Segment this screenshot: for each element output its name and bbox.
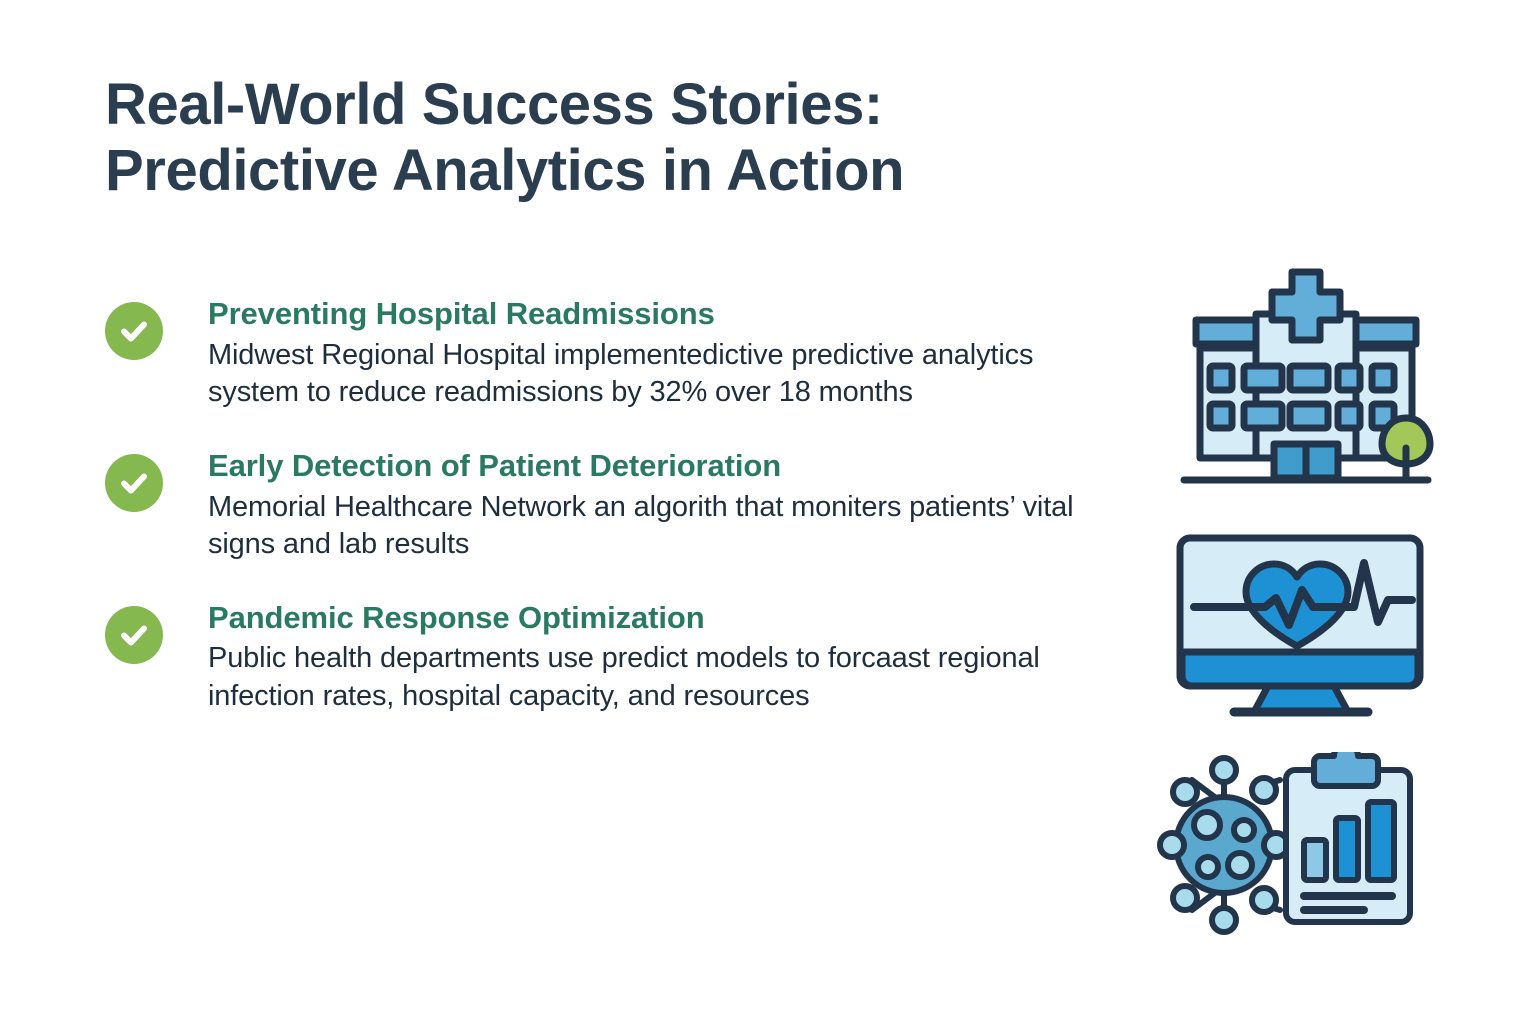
list-item-body: Public health departments use predict mo… <box>208 642 1040 713</box>
heart-monitor-icon <box>1172 532 1430 727</box>
check-icon <box>105 302 163 360</box>
page-title: Real-World Success Stories: Predictive A… <box>105 72 1225 204</box>
success-stories-list: Preventing Hospital Readmissions Midwest… <box>105 296 1105 716</box>
check-icon <box>105 605 163 664</box>
list-item-heading: Pandemic Response Optimization <box>208 599 705 635</box>
list-item: Pandemic Response Optimization Public he… <box>105 600 1105 716</box>
list-item: Preventing Hospital Readmissions Midwest… <box>105 296 1105 412</box>
page-title-line-2: Predictive Analytics in Action <box>105 138 905 204</box>
list-item-body: Midwest Regional Hospital implementedict… <box>208 338 1034 409</box>
list-item: Early Detection of Patient Deterioration… <box>105 448 1105 564</box>
list-item-heading: Early Detection of Patient Deterioration <box>208 447 782 483</box>
list-item-body: Memorial Healthcare Network an algorith … <box>208 490 1074 561</box>
check-icon <box>105 453 163 512</box>
hospital-icon <box>1178 262 1434 503</box>
virus-clipboard-icon <box>1152 741 1448 943</box>
page-title-line-1: Real-World Success Stories: <box>105 72 883 137</box>
list-item-heading: Preventing Hospital Readmissions <box>208 296 715 331</box>
